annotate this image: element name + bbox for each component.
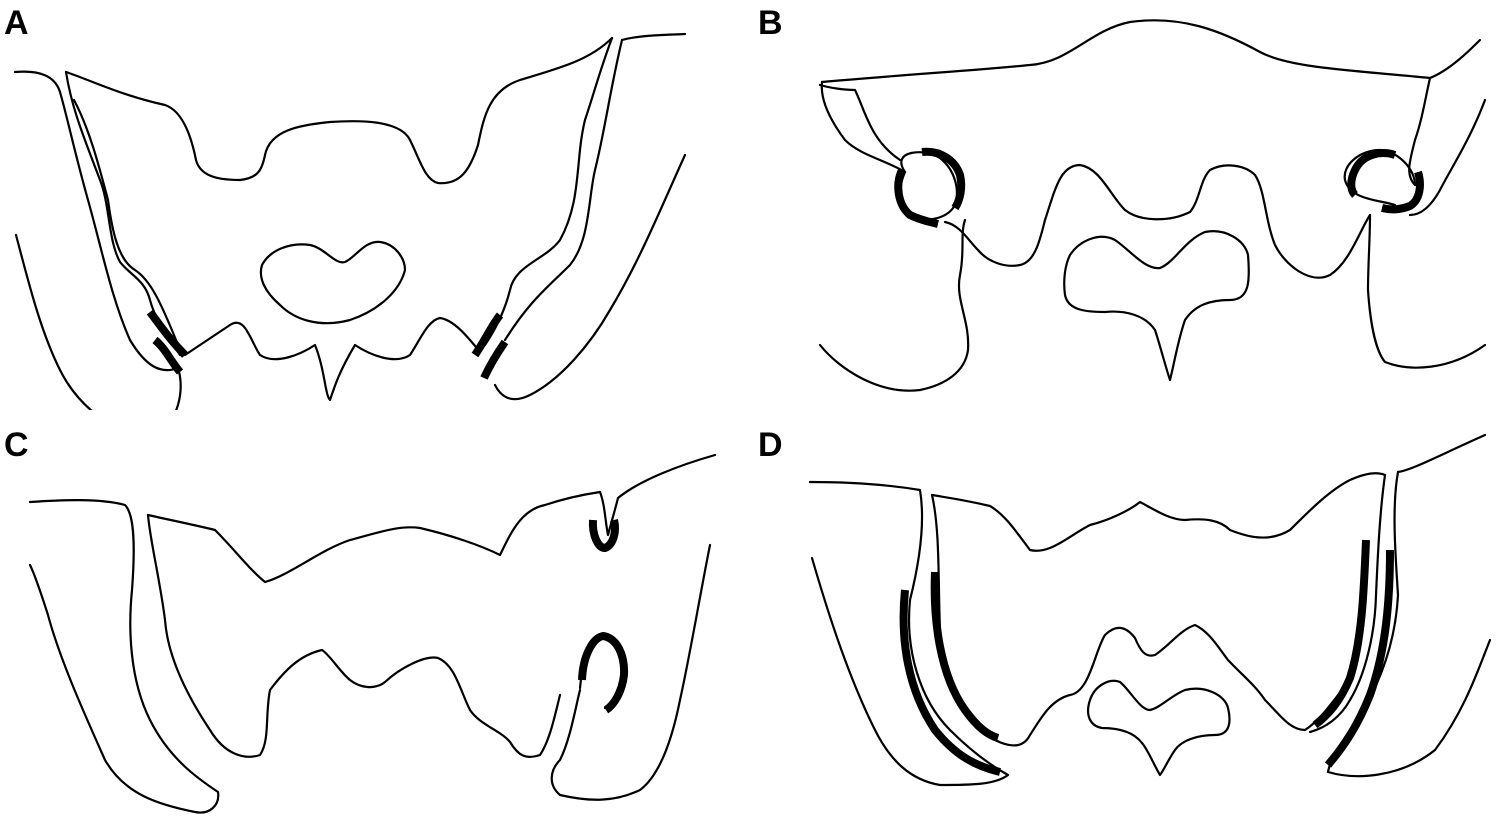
- panel-b-right-condyle: [1343, 148, 1417, 207]
- panel-d-central-hole: [1086, 679, 1231, 777]
- panel-a-right-inner-line: [483, 36, 614, 347]
- panel-label-c: C: [4, 426, 29, 464]
- panel-a-right-marker-upper: [471, 312, 504, 358]
- panel-d-top-contour: [930, 472, 1387, 552]
- panel-b-right-ear-line-2: [1408, 98, 1487, 217]
- panel-b-right-marker-upper: [1347, 149, 1397, 198]
- panel-a: A: [0, 0, 750, 410]
- panel-d-right-marker-inner: [1312, 539, 1370, 729]
- panel-d-drawing: [808, 433, 1492, 787]
- panel-a-left-marker-lower: [152, 336, 184, 375]
- panel-b-drawing: [818, 19, 1487, 392]
- panel-b-right-side: [1408, 76, 1432, 187]
- panel-d-inner-left: [930, 493, 1344, 747]
- panel-label-d: D: [758, 426, 783, 464]
- panel-b-central-hole: [1063, 230, 1250, 382]
- panel-d-right-marker-outer: [1324, 549, 1394, 768]
- panel-a-outer-right-contour-2: [493, 153, 687, 401]
- panel-c-top-middle: [146, 490, 602, 584]
- panel-b-top-contour: [820, 19, 1432, 84]
- panel-d-right-outer: [1396, 433, 1487, 474]
- panel-a-outer-left-contour: [13, 70, 182, 410]
- panel-a-right-inner-line-2: [503, 38, 624, 342]
- panel-a-left-inner-line: [64, 70, 182, 357]
- panel-b-left-ear-line: [818, 83, 902, 162]
- panel-label-a: A: [4, 4, 29, 42]
- panel-c-right-outer: [550, 543, 712, 801]
- panel-d: D: [750, 410, 1499, 820]
- panel-c-top-left-line: [28, 499, 220, 814]
- panel-d-top-left: [808, 480, 1010, 787]
- panel-a-left-wing: [64, 36, 614, 185]
- panel-a-left-inner-line-2: [72, 98, 180, 347]
- panel-c-lower-marker: [578, 632, 629, 714]
- panel-a-drawing: [13, 32, 687, 410]
- panel-b: B: [750, 0, 1499, 410]
- panel-b-left-marker-upper: [921, 147, 966, 211]
- panel-a-bottom-body: [183, 316, 482, 402]
- panel-b-right-marker-lower: [1381, 170, 1424, 214]
- panel-c-upper-marker: [588, 519, 619, 552]
- panel-c: C: [0, 410, 750, 820]
- panel-a-outer-right-contour: [620, 32, 687, 42]
- panel-b-left-inner: [943, 163, 1372, 279]
- panel-d-right-inner: [1308, 473, 1387, 734]
- panel-c-drawing: [28, 453, 717, 814]
- panel-b-right-ear-line: [1428, 38, 1482, 80]
- panel-b-right-lower: [1366, 213, 1487, 369]
- panel-d-left-marker-inner: [930, 571, 1000, 742]
- panel-c-right-tube: [598, 453, 717, 537]
- panel-a-left-marker-upper: [146, 309, 188, 358]
- panel-b-left-side: [820, 80, 907, 174]
- panel-label-b: B: [758, 4, 783, 42]
- panel-b-left-marker-lower: [894, 168, 939, 228]
- panel-a-right-marker-lower: [480, 339, 509, 380]
- panel-d-left-marker-outer: [899, 589, 1001, 776]
- panel-b-left-lower: [818, 218, 970, 392]
- panel-c-bottom-middle: [320, 648, 562, 759]
- panel-c-left-inner: [146, 513, 324, 758]
- panel-a-central-hole: [259, 240, 407, 325]
